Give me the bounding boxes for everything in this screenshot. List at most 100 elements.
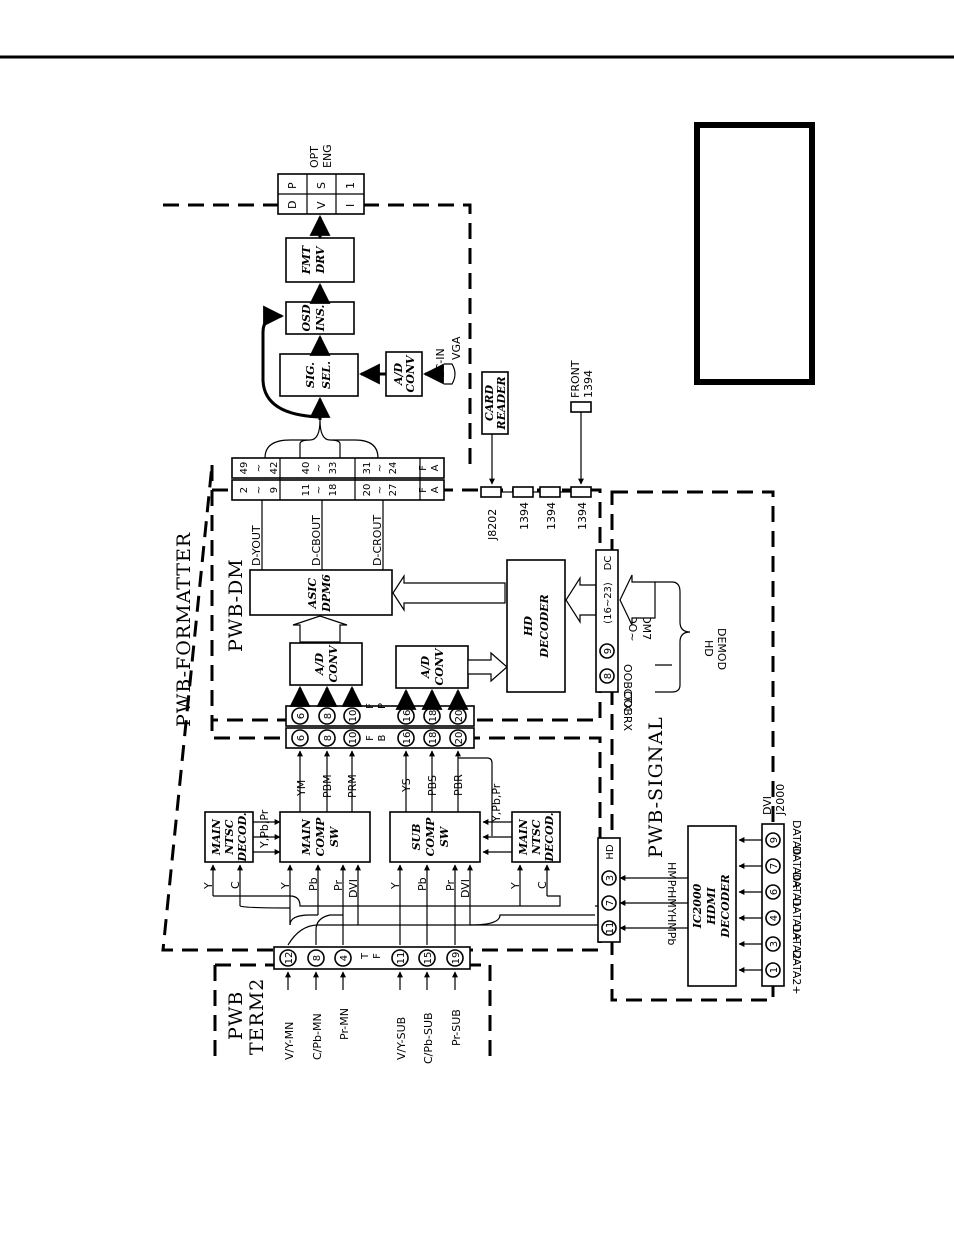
fp-pin-16: 16 — [402, 710, 413, 723]
svg-text:SW: SW — [438, 825, 451, 847]
fa-inner-3a: 20 — [362, 484, 373, 497]
hollow-arrow-adsub-to-hd — [467, 651, 508, 683]
hmpr-label: HMPr — [665, 862, 678, 891]
hd-decoder-block: HD DECODER — [506, 559, 566, 693]
svg-text:IC2000: IC2000 — [691, 883, 704, 929]
tf-letter-f: F — [372, 953, 383, 959]
svg-text:A/D: A/D — [419, 655, 432, 679]
svg-text:COMP: COMP — [314, 817, 327, 857]
pr-sub-label: Pr-SUB — [450, 1009, 463, 1046]
ad-conv-vga-block: A/D CONV — [385, 351, 423, 397]
fa-inner-1a: 2 — [239, 487, 250, 493]
in-label-c2: C — [536, 881, 549, 889]
svg-text:CONV: CONV — [404, 354, 417, 392]
fa-inner-a: A — [430, 486, 441, 493]
dc-pin-16-23: (16~23) — [603, 582, 614, 624]
svg-text:INS.: INS. — [314, 305, 327, 333]
fa-inner-1b: ~ — [254, 486, 265, 494]
svg-text:TERM2: TERM2 — [246, 978, 268, 1055]
dm-label: PWB-DM — [225, 558, 247, 652]
svg-text:SW: SW — [328, 825, 341, 847]
tf-connector: 12 8 4 11 15 19 T F — [273, 946, 471, 970]
hollow-arrow-dc-to-hd — [565, 575, 597, 625]
1394-label-1: 1394 — [518, 502, 531, 530]
opt-eng-connector: D V I P S 1 OPT ENG — [277, 144, 365, 215]
fb-pin-16: 16 — [402, 732, 413, 745]
data1p-label: DATA1+ — [790, 898, 803, 943]
fa-outer-3b: ~ — [375, 464, 386, 472]
dvi-pin-6: 6 — [769, 889, 780, 895]
opt-eng-label-opt: OPT — [308, 146, 321, 168]
hollow-arrow-demod-to-dc — [619, 574, 656, 626]
d-crout-label: D-CROUT — [371, 515, 384, 566]
j2000-label: J2000 — [774, 784, 787, 816]
d-cbout-label: D-CBOUT — [310, 515, 323, 566]
dvi-pin-7: 7 — [769, 863, 780, 869]
fp-pin-6: 6 — [296, 713, 307, 719]
fb-pin-8: 8 — [323, 735, 334, 741]
hollow-arrow-ad-to-asic — [292, 615, 348, 643]
fa-outer-1a: 49 — [239, 462, 250, 475]
pr-mn-label: Pr-MN — [338, 1008, 351, 1040]
svg-text:VGA: VGA — [450, 336, 463, 360]
svg-text:MAIN: MAIN — [300, 818, 313, 856]
vy-mn-label: V/Y-MN — [283, 1022, 296, 1060]
opt-cell-i: I — [344, 204, 357, 207]
cpb-mn-label: C/Pb-MN — [311, 1013, 324, 1060]
svg-text:NTSC: NTSC — [530, 819, 543, 855]
fp-letter-f: F — [365, 703, 376, 709]
pbs-label: PBS — [426, 775, 439, 796]
data2p-label: DATA2+ — [790, 950, 803, 995]
opt-cell-v: V — [315, 201, 328, 209]
fp-pin-8: 8 — [323, 713, 334, 719]
svg-text:COMP: COMP — [424, 817, 437, 857]
fa-outer-3a: 31 — [362, 462, 373, 475]
in-label-pr1: Pr — [332, 880, 345, 891]
hd-connector: 3 7 11 HD — [597, 837, 621, 943]
term2-label: PWB TERM2 — [225, 978, 268, 1055]
in-label-pb2: Pb — [416, 877, 429, 891]
data2m-label: DATA2- — [790, 924, 803, 963]
fp-connector: 6 8 10 16 18 20 6 8 10 16 18 20 F P F B — [285, 703, 475, 749]
in-label-y4: Y — [509, 882, 522, 890]
sig-sel-block: SIG. SEL. — [279, 353, 359, 397]
top-connectors: J8202 1394 1394 1394 — [480, 486, 592, 541]
fan-lines — [264, 419, 379, 459]
in-label-dvi1: DVI — [347, 879, 360, 898]
svg-text:OSD: OSD — [300, 304, 313, 332]
fmt-drv-block: FMT DRV — [285, 237, 355, 283]
vy-sub-label: V/Y-SUB — [395, 1017, 408, 1060]
comp-signal-labels: YM PBM PRM YS PBS PBR — [295, 774, 465, 798]
fa-outer-1b: ~ — [254, 464, 265, 472]
svg-text:FMT: FMT — [300, 245, 313, 275]
data0m-label: DATA0- — [790, 820, 803, 859]
fa-connector: 49 ~ 42 40 ~ 33 31 ~ 24 F A 2 ~ 9 11 ~ 1… — [231, 457, 445, 501]
svg-text:OOBCTX: OOBCTX — [621, 664, 634, 711]
in-label-y1: Y — [202, 882, 215, 890]
ym-label: YM — [295, 780, 308, 797]
front-1394-port: FRONT 1394 — [569, 360, 595, 413]
hmpb-label: HMPb — [665, 914, 678, 945]
fa-inner-2b: ~ — [314, 486, 325, 494]
svg-text:MAIN: MAIN — [517, 818, 530, 856]
main-ntsc-decod-left-block: MAIN NTSC DECOD. — [204, 811, 254, 863]
ad-conv-main-block: A/D CONV — [289, 642, 363, 686]
svg-text:HD: HD — [702, 640, 715, 657]
opt-cell-d: D — [286, 201, 299, 209]
fb-pin-20: 20 — [454, 732, 465, 745]
fa-inner-3b: ~ — [375, 486, 386, 494]
dc-pin-8: 8 — [603, 673, 614, 679]
main-comp-sw-block: MAIN COMP SW — [279, 811, 371, 863]
fa-inner-f: F — [418, 487, 429, 493]
svg-text:DRV: DRV — [314, 245, 327, 274]
opt-eng-label-eng: ENG — [321, 144, 334, 168]
tf-letter-t: T — [360, 952, 371, 960]
fb-pin-6: 6 — [296, 735, 307, 741]
fp-pin-10: 10 — [348, 710, 359, 723]
svg-text:DECOD.: DECOD. — [543, 812, 556, 862]
ntsc-to-comp-arrows: Y,Pb,Pr — [253, 809, 281, 855]
hollow-arrow-hd-to-asic — [392, 573, 506, 613]
svg-text:A/D: A/D — [313, 652, 326, 676]
asic-block: ASIC DPM6 — [249, 569, 393, 616]
vga-connector-shape — [444, 363, 456, 385]
